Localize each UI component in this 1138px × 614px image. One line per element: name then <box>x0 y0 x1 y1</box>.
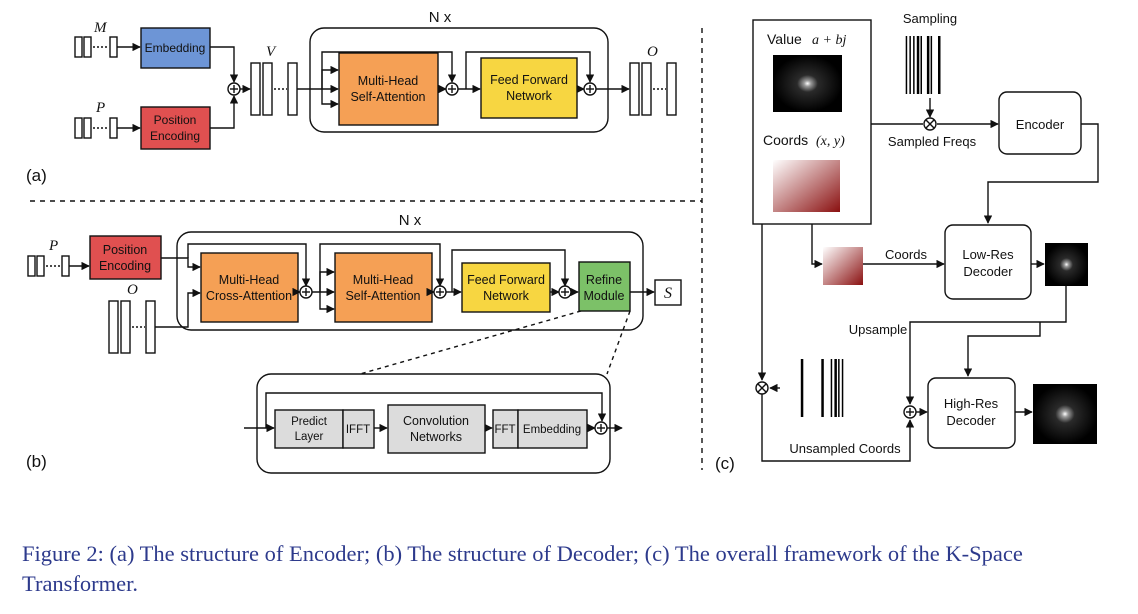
c-lowres-box <box>944 224 1032 300</box>
sampling-mask-image <box>905 36 941 94</box>
c-value-label: Value <box>767 31 802 47</box>
b-embedding-label: Embedding <box>523 424 581 436</box>
b-predict-line2: Layer <box>295 431 324 443</box>
a-mhsa-box <box>338 52 439 126</box>
b-fft-box <box>492 409 519 449</box>
b-refine-line1: Refine <box>586 273 622 287</box>
c-coords-label: Coords <box>763 132 808 148</box>
a-embedding-box <box>140 27 211 69</box>
c-lowres-line2: Decoder <box>963 264 1013 279</box>
c-highres-kspace-image <box>1033 384 1097 444</box>
b-ffn-box <box>461 262 551 313</box>
a-p-label: P <box>95 100 105 116</box>
c-coords-gradient-image <box>773 160 840 212</box>
b-s-label: S <box>664 285 672 302</box>
c-unsampled-label: Unsampled Coords <box>789 441 901 456</box>
a-embedding-label: Embedding <box>145 41 206 55</box>
b-predict-line1: Predict <box>291 416 328 428</box>
b-p-label: P <box>48 238 58 254</box>
b-ffn-line1: Feed Forward <box>467 273 545 287</box>
c-coords-math: (x, y) <box>816 134 845 149</box>
c-upsample-label: Upsample <box>849 322 908 337</box>
c-highres-line1: High-Res <box>944 396 999 411</box>
c-lowres-kspace-image <box>1045 243 1088 286</box>
b-o-label: O <box>127 282 138 298</box>
a-ffn-box <box>480 57 578 119</box>
b-ffn-line2: Network <box>483 289 530 303</box>
c-sampling-label: Sampling <box>903 11 957 26</box>
figure-diagram: N x M P V O Embedding Position Encoding … <box>26 9 1099 474</box>
b-fft-label: FFT <box>494 424 515 436</box>
b-predict-box <box>274 409 344 449</box>
c-coords-small-gradient <box>823 247 863 285</box>
b-repeat-label: N x <box>399 212 422 229</box>
b-mhca-box <box>200 252 299 323</box>
c-encoder-label: Encoder <box>1016 117 1065 132</box>
a-mhsa-line2: Self-Attention <box>350 90 425 104</box>
a-pos-enc-line1: Position <box>154 113 197 127</box>
c-value-math: a + bj <box>812 33 846 48</box>
a-ffn-line2: Network <box>506 89 553 103</box>
b-mhca-line1: Multi-Head <box>219 273 279 287</box>
a-nx-block <box>309 27 609 133</box>
c-panel-label: (c) <box>715 454 735 473</box>
b-pos-enc-line1: Position <box>103 243 148 257</box>
a-v-label: V <box>266 44 277 60</box>
c-lowres-line1: Low-Res <box>962 247 1014 262</box>
b-nx-block <box>176 231 644 331</box>
a-repeat-label: N x <box>429 9 452 26</box>
a-mhsa-line1: Multi-Head <box>358 74 418 88</box>
a-o-label: O <box>647 44 658 60</box>
b-conv-line1: Convolution <box>403 414 469 428</box>
b-refine-box <box>578 261 631 312</box>
b-mhsa-line1: Multi-Head <box>353 273 413 287</box>
b-ifft-box <box>342 409 375 449</box>
unsampled-mask-image <box>800 359 844 417</box>
figure-caption: Figure 2: (a) The structure of Encoder; … <box>22 541 1023 596</box>
b-conv-box <box>387 404 486 454</box>
c-encoder-box <box>998 91 1082 155</box>
b-mhsa-line2: Self-Attention <box>345 289 420 303</box>
a-m-label: M <box>93 20 108 36</box>
b-mhca-line2: Cross-Attention <box>206 289 292 303</box>
c-highres-line2: Decoder <box>946 413 996 428</box>
c-sampled-freqs-label: Sampled Freqs <box>888 134 977 149</box>
a-pos-enc-line2: Encoding <box>150 129 200 143</box>
b-pos-enc-line2: Encoding <box>99 259 151 273</box>
b-panel-label: (b) <box>26 452 47 471</box>
b-position-encoding-box <box>89 235 162 280</box>
b-ifft-label: IFFT <box>346 424 370 436</box>
b-s-box <box>654 279 682 306</box>
c-coords-arrow-label: Coords <box>885 247 927 262</box>
a-panel-label: (a) <box>26 166 47 185</box>
c-highres-box <box>927 377 1016 449</box>
b-refine-line2: Module <box>584 289 625 303</box>
b-conv-line2: Networks <box>410 430 462 444</box>
b-mhsa-box <box>334 252 433 323</box>
b-refine-detail-block <box>256 373 611 474</box>
c-value-kspace-image <box>773 55 842 112</box>
b-embedding-box <box>517 409 588 449</box>
a-ffn-line1: Feed Forward <box>490 73 568 87</box>
